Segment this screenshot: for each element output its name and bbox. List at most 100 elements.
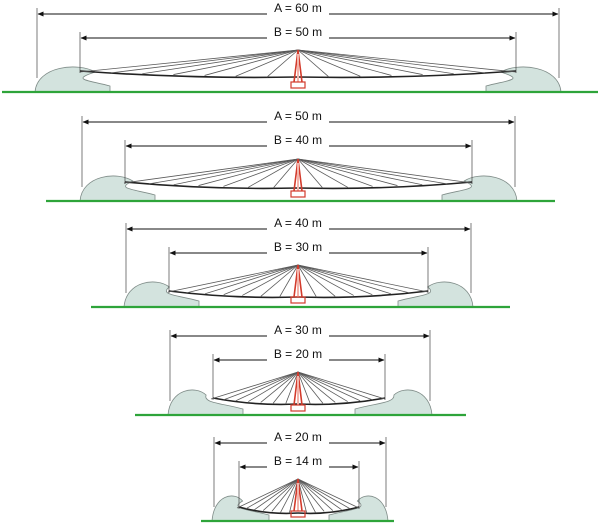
left-boom-arm (124, 181, 299, 190)
support-cable (245, 478, 299, 510)
support-cable (186, 264, 299, 294)
dimension-a-label: A = 60 m (274, 1, 322, 15)
dimension-b-label: B = 20 m (274, 347, 322, 361)
support-cable (271, 478, 299, 512)
support-cable (260, 264, 299, 297)
tower-base (290, 81, 306, 89)
support-cable (297, 478, 316, 513)
tower-base (290, 510, 306, 518)
support-cable (236, 478, 299, 509)
right-boom-arm (297, 181, 473, 190)
support-cable (280, 478, 299, 513)
support-cable (235, 371, 299, 402)
support-cable (279, 264, 299, 298)
right-boom-arm (297, 290, 429, 299)
support-cable (297, 49, 392, 76)
support-cable (297, 371, 324, 404)
support-cable (297, 264, 391, 295)
support-cable (297, 158, 398, 186)
support-cable (297, 478, 351, 510)
dimension-b-label: B = 40 m (274, 133, 322, 147)
left-mound (167, 389, 244, 416)
support-cable (297, 49, 361, 77)
support-cable (262, 478, 299, 511)
support-cable (297, 478, 325, 512)
dimension-b-label-bg (267, 352, 329, 364)
support-cable (297, 371, 361, 402)
tower (293, 264, 303, 298)
support-cable (248, 371, 299, 402)
support-cable (297, 158, 324, 189)
support-cable (242, 264, 299, 296)
left-mound (79, 175, 156, 202)
tower (293, 158, 303, 192)
support-cable (260, 371, 299, 403)
support-cable (297, 264, 354, 296)
right-mound (354, 389, 433, 416)
support-cable (297, 158, 423, 186)
dimension-a-label-bg (267, 221, 329, 233)
dimension-a-label: A = 30 m (274, 323, 322, 337)
support-cable (297, 371, 348, 402)
dimension-a-label-bg (267, 114, 329, 126)
dimension-a-label: A = 40 m (274, 216, 322, 230)
support-cable (297, 264, 429, 293)
tower-base (290, 296, 306, 304)
dimension-a-label-bg (267, 6, 329, 18)
support-cable (297, 158, 373, 187)
dimension-a-label: A = 20 m (274, 430, 322, 444)
dimension-b-label: B = 30 m (274, 240, 322, 254)
left-boom-arm (238, 506, 299, 515)
dimension-b-label-bg (267, 30, 329, 42)
left-boom-arm (168, 290, 299, 299)
support-cable (148, 158, 299, 185)
support-cable (79, 49, 299, 73)
support-cable (297, 371, 311, 405)
support-cable (297, 158, 473, 184)
support-cable (198, 158, 299, 186)
right-mound (441, 175, 518, 202)
support-cable (167, 264, 299, 293)
support-cable (210, 371, 299, 400)
right-boom-arm (297, 397, 386, 406)
support-cable (297, 478, 334, 511)
left-mound (34, 66, 111, 93)
support-cable (297, 49, 485, 74)
support-cable (272, 371, 299, 404)
dimension-b-label: B = 50 m (274, 25, 322, 39)
dimension-a-label-bg (267, 435, 329, 447)
dimension-a-label: A = 50 m (274, 109, 322, 123)
support-cable (297, 49, 330, 78)
support-cable (297, 478, 342, 511)
dimension-b-label: B = 14 m (274, 454, 322, 468)
support-cable (248, 158, 299, 188)
support-cable (223, 371, 299, 401)
dimension-a-label-bg (267, 328, 329, 340)
support-cable (297, 49, 454, 75)
tower-base (290, 190, 306, 198)
support-cable (205, 264, 299, 295)
right-mound (397, 281, 474, 308)
support-cable (235, 49, 299, 77)
left-mound (211, 495, 270, 522)
boom-row-5: A = 20 m B = 14 m (201, 430, 394, 523)
support-cable (204, 49, 299, 76)
dimension-b-label-bg (267, 138, 329, 150)
support-cable (173, 158, 299, 186)
left-boom-arm (212, 397, 299, 406)
dimension-b-label-bg (267, 459, 329, 471)
support-cable (297, 264, 336, 297)
support-cable (254, 478, 299, 511)
tower-base (290, 404, 306, 412)
boom-row-3: A = 40 m B = 30 m (91, 216, 510, 309)
support-cable (266, 49, 299, 78)
support-cable (297, 264, 410, 294)
support-cable (142, 49, 299, 75)
left-mound (123, 281, 200, 308)
support-cable (297, 371, 386, 400)
support-cable (297, 264, 317, 298)
right-boom-arm (297, 70, 517, 79)
boom-row-2: A = 50 m B = 40 m (46, 109, 555, 203)
